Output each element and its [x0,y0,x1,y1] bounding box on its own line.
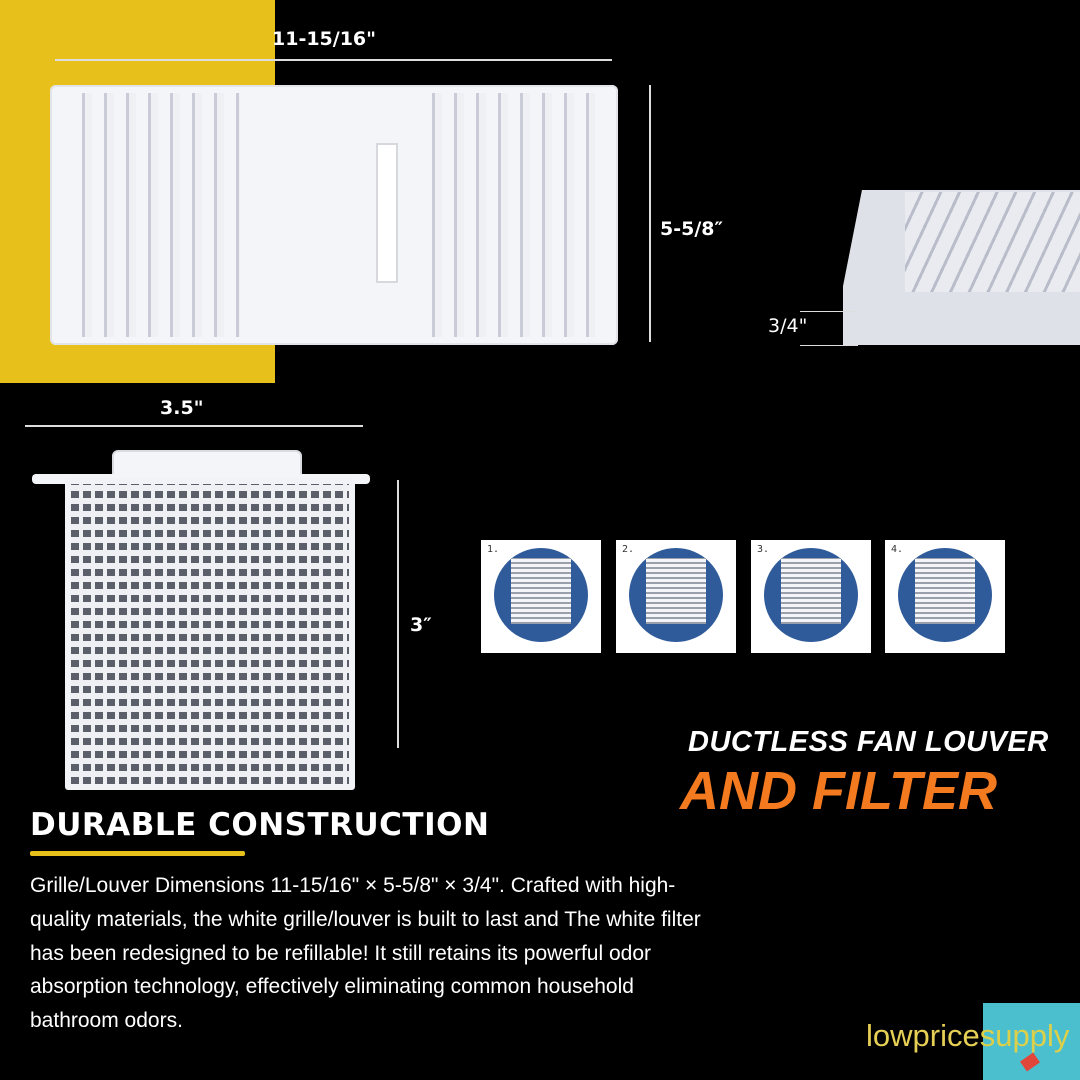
filter-image [65,478,355,790]
heading-underline [30,851,245,856]
step-number: 4. [891,544,904,555]
depth-dimension-label: 3/4" [768,315,808,337]
step-number: 3. [757,544,770,555]
filter-height-line [397,480,399,748]
step-thumbnail-3: 3. [751,540,871,653]
product-title-line2: AND FILTER [680,761,997,821]
logo-text-part1: lowprice [866,1018,980,1053]
step-thumbnail-2: 2. [616,540,736,653]
depth-line-top [800,311,858,312]
filter-width-line [25,425,363,427]
step-number: 1. [487,544,500,555]
brand-logo: lowpricesupply [866,1018,1069,1054]
depth-line-bottom [800,345,858,346]
louver-grille-image [50,85,618,345]
section-body: Grille/Louver Dimensions 11-15/16" × 5-5… [30,874,701,1033]
section-heading: DURABLE CONSTRUCTION [30,807,490,843]
product-title-line1: DUCTLESS FAN LOUVER [688,726,1049,758]
width-dimension-line [55,59,612,61]
step-thumbnail-1: 1. [481,540,601,653]
step-number: 2. [622,544,635,555]
filter-height-label: 3″ [410,614,432,636]
logo-text-part2: supply [979,1018,1070,1053]
height-dimension-label: 5-5/8″ [660,218,723,240]
filter-width-label: 3.5" [160,397,204,419]
width-dimension-label: 11-15/16" [272,28,377,50]
height-dimension-line [649,85,651,342]
step-thumbnail-4: 4. [885,540,1005,653]
side-slots [905,192,1080,292]
